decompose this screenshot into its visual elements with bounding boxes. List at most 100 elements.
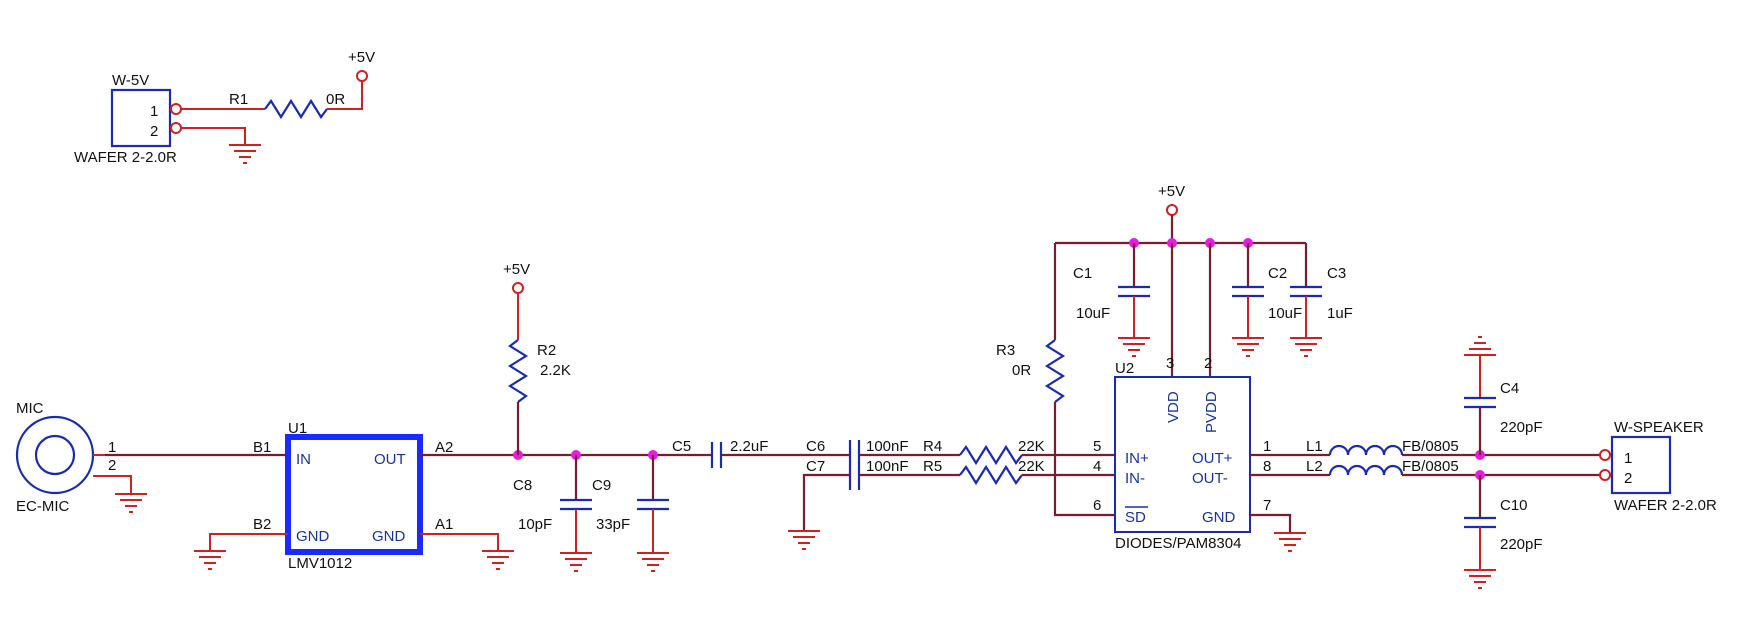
wspk-pin1-label: 1 bbox=[1624, 450, 1632, 467]
pin3-label: 3 bbox=[1166, 355, 1174, 372]
pin6-label: 6 bbox=[1093, 497, 1101, 514]
c5-label: C5 bbox=[672, 438, 691, 455]
c6-c7-capacitors: C6 C7 100nF 100nF bbox=[788, 438, 909, 550]
r2-zigzag bbox=[507, 339, 529, 403]
c1-capacitor: C1 10uF bbox=[1073, 243, 1150, 357]
u1-in-label: IN bbox=[296, 451, 311, 468]
r4-resistor: R4 22K bbox=[859, 438, 1115, 466]
c1-value: 10uF bbox=[1076, 305, 1110, 322]
b2-label: B2 bbox=[253, 516, 271, 533]
u1-ground-right bbox=[420, 533, 514, 570]
u2-label: U2 bbox=[1115, 360, 1134, 377]
w5v-ground bbox=[181, 127, 261, 164]
c3-label: C3 bbox=[1327, 265, 1346, 282]
vdd-label: VDD bbox=[1165, 391, 1182, 423]
r5-value: 22K bbox=[1018, 458, 1045, 475]
u2-power-terminal bbox=[1166, 204, 1178, 216]
w5v-pin1-label: 1 bbox=[150, 103, 158, 120]
lmv-label: LMV1012 bbox=[288, 555, 352, 572]
c2-label: C2 bbox=[1268, 265, 1287, 282]
inn-label: IN- bbox=[1125, 470, 1145, 487]
u1-gnd-left-label: GND bbox=[296, 528, 330, 545]
r3-resistor: R3 0R bbox=[996, 243, 1115, 517]
outn-label: OUT- bbox=[1192, 470, 1228, 487]
r5-zigzag bbox=[959, 464, 1023, 486]
c10-label: C10 bbox=[1500, 497, 1528, 514]
l2-label: L2 bbox=[1306, 458, 1323, 475]
pin8-label: 8 bbox=[1263, 458, 1271, 475]
r2-value: 2.2K bbox=[540, 362, 571, 379]
vcc-label-2: +5V bbox=[503, 261, 530, 278]
c3-value: 1uF bbox=[1327, 305, 1353, 322]
wafer-label-2: WAFER 2-2.0R bbox=[1614, 497, 1717, 514]
mic-outer-circle bbox=[15, 415, 95, 495]
c8-capacitor: C8 10pF bbox=[513, 455, 592, 572]
wspk-pin1-terminal bbox=[1599, 449, 1611, 461]
u1-ground-left bbox=[194, 533, 288, 570]
c9-value: 33pF bbox=[596, 516, 630, 533]
ecmic-label: EC-MIC bbox=[16, 498, 69, 515]
pin7-label: 7 bbox=[1263, 497, 1271, 514]
l1-inductor: L1 FB/0805 bbox=[1250, 438, 1600, 457]
r5-label: R5 bbox=[923, 458, 942, 475]
c10-plates bbox=[1464, 516, 1496, 529]
r1-power-terminal bbox=[356, 70, 368, 82]
l1-coil bbox=[1328, 444, 1404, 456]
c6-c7-plates bbox=[848, 440, 861, 490]
fb1-label: FB/0805 bbox=[1402, 438, 1459, 455]
pvdd-label: PVDD bbox=[1203, 391, 1220, 433]
outp-label: OUT+ bbox=[1192, 450, 1233, 467]
u2-ground bbox=[1250, 513, 1306, 552]
pin4-label: 4 bbox=[1093, 458, 1101, 475]
w5v-label: W-5V bbox=[112, 72, 149, 89]
a2-label: A2 bbox=[435, 439, 453, 456]
w5v-connector-body bbox=[110, 88, 172, 148]
c5-plates bbox=[710, 442, 723, 468]
vcc-label-3: +5V bbox=[1158, 183, 1185, 200]
u1-label: U1 bbox=[288, 420, 307, 437]
w5v-pin2-label: 2 bbox=[150, 123, 158, 140]
wspk-body bbox=[1610, 435, 1672, 495]
c2-value: 10uF bbox=[1268, 305, 1302, 322]
l1-label: L1 bbox=[1306, 438, 1323, 455]
c3-capacitor: C3 1uF bbox=[1290, 243, 1353, 357]
r1-resistor: R1 0R +5V bbox=[181, 49, 375, 120]
pin2-label: 2 bbox=[1204, 355, 1212, 372]
l2-inductor: L2 FB/0805 bbox=[1250, 458, 1600, 477]
c6-label: C6 bbox=[806, 438, 825, 455]
c1-label: C1 bbox=[1073, 265, 1092, 282]
r2-power-terminal bbox=[512, 282, 524, 294]
u1-ic: U1 LMV1012 IN OUT GND GND B1 B2 A2 A1 bbox=[253, 420, 453, 572]
mic-inner-circle bbox=[34, 434, 76, 476]
c4-value: 220pF bbox=[1500, 419, 1543, 436]
r5-resistor: R5 22K bbox=[859, 458, 1115, 486]
c2-capacitor: C2 10uF bbox=[1232, 243, 1302, 357]
pin5-label: 5 bbox=[1093, 438, 1101, 455]
u2-ic: U2 DIODES/PAM8304 3 2 VDD PVDD IN+ IN- S… bbox=[1093, 243, 1271, 552]
pam-label: DIODES/PAM8304 bbox=[1115, 535, 1241, 552]
r1-value: 0R bbox=[326, 91, 345, 108]
c4-plates bbox=[1464, 396, 1496, 409]
r2-resistor: +5V R2 2.2K bbox=[503, 261, 571, 455]
c10-value: 220pF bbox=[1500, 536, 1543, 553]
r4-value: 22K bbox=[1018, 438, 1045, 455]
r2-label: R2 bbox=[537, 342, 556, 359]
w5v-pin2-terminal bbox=[170, 122, 182, 134]
sd-label: SD bbox=[1125, 509, 1146, 526]
u1-body bbox=[285, 434, 423, 555]
l2-coil bbox=[1328, 464, 1404, 476]
fb2-label: FB/0805 bbox=[1402, 458, 1459, 475]
wspk-pin2-label: 2 bbox=[1624, 470, 1632, 487]
r3-zigzag bbox=[1044, 339, 1066, 403]
a1-label: A1 bbox=[435, 516, 453, 533]
inp-label: IN+ bbox=[1125, 450, 1149, 467]
c7-label: C7 bbox=[806, 458, 825, 475]
u1-gnd-right-label: GND bbox=[372, 528, 406, 545]
c1-plates bbox=[1118, 285, 1150, 298]
u2-gnd-label: GND bbox=[1202, 509, 1236, 526]
mic-label: MIC bbox=[16, 400, 44, 417]
c9-capacitor: C9 33pF bbox=[592, 455, 669, 572]
mic-pin1-label: 1 bbox=[108, 439, 116, 456]
c7-value: 100nF bbox=[866, 458, 909, 475]
